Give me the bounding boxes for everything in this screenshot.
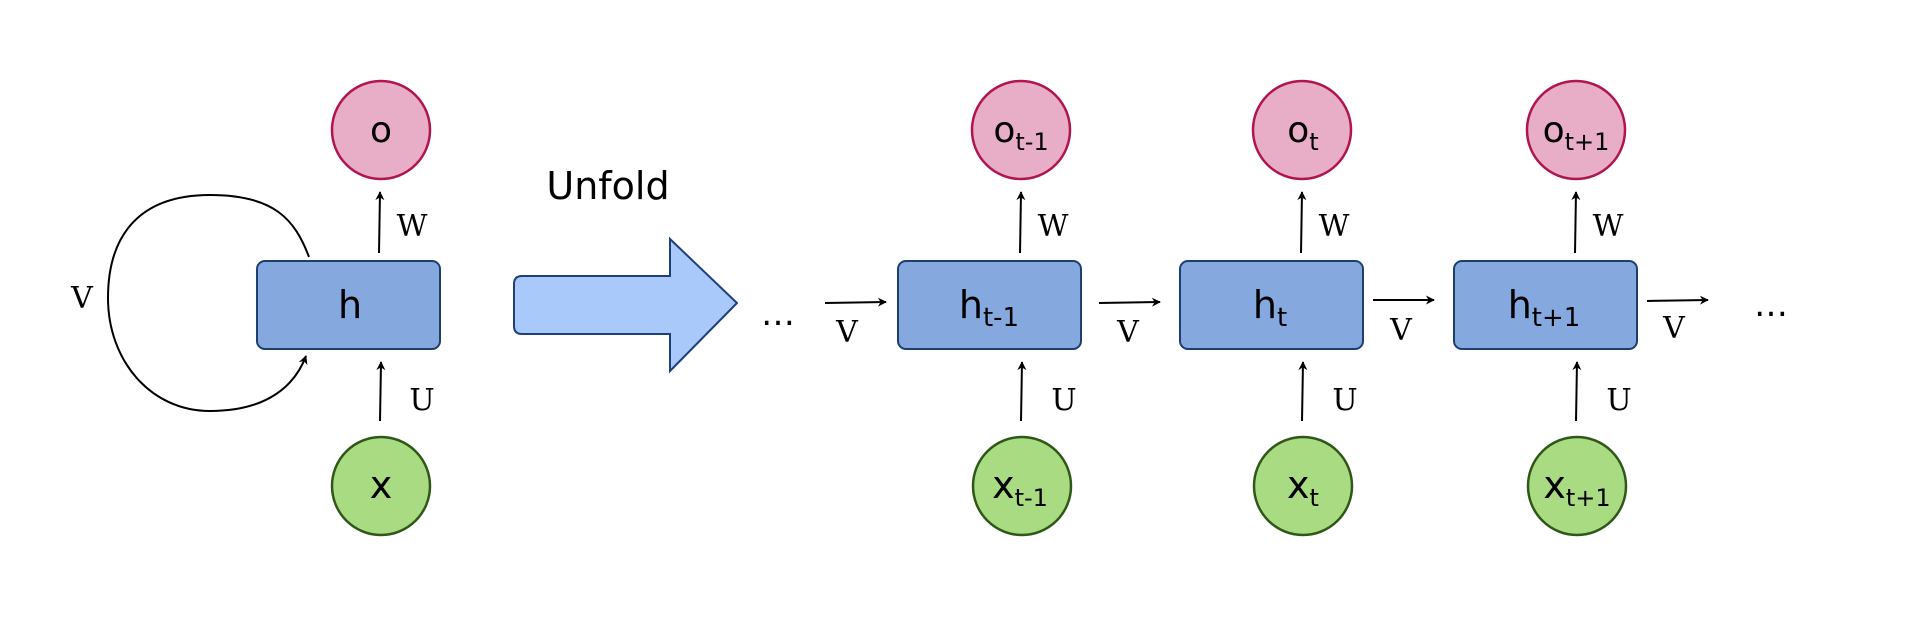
recurrent-label-1: V [1116, 315, 1140, 350]
hidden-node [1179, 260, 1364, 350]
time-step-t: ot W ht U xt [1179, 79, 1364, 537]
output-node-label: ot [1287, 110, 1318, 156]
w-label: W [1593, 209, 1624, 244]
w-label: W [1319, 209, 1350, 244]
w-arrow [1016, 191, 1026, 254]
recurrent-arrow-0 [824, 297, 887, 307]
ellipsis-right: … [1754, 285, 1788, 325]
output-node-label: ot+1 [1543, 110, 1610, 156]
loop-label-v: V [70, 281, 94, 316]
hidden-node-label: ht+1 [1508, 283, 1581, 333]
hidden-node-label: ht [1253, 283, 1287, 333]
input-node-label: xt [1287, 463, 1319, 512]
hidden-node [897, 260, 1082, 350]
output-node [330, 79, 432, 181]
u-label: U [1606, 383, 1631, 418]
u-arrow [1017, 361, 1027, 422]
recurrent-label-0: V [835, 315, 859, 350]
input-node [971, 435, 1073, 537]
input-node [1526, 435, 1628, 537]
input-node-label: xt+1 [1543, 463, 1610, 512]
hidden-node-label: h [338, 283, 362, 327]
time-step-t-plus-1: ot+1 W ht+1 U xt+1 [1453, 79, 1638, 537]
recurrent-label-2: V [1389, 313, 1413, 348]
w-arrow [1571, 191, 1581, 254]
folded-rnn: V o W h U x [70, 79, 441, 537]
u-label: U [1332, 383, 1357, 418]
recurrent-label-3: V [1662, 311, 1686, 346]
time-step-t-minus-1: ot-1 W ht-1 U xt-1 [897, 79, 1082, 537]
output-node [1251, 79, 1353, 181]
hidden-node [256, 260, 441, 350]
input-node-label: xt-1 [992, 463, 1048, 512]
unrolled-rnn: … V V V V … ot-1 W ht-1 U xt-1 ot [761, 79, 1788, 537]
unfold-arrow [513, 236, 739, 374]
u-arrow [1298, 361, 1308, 422]
u-arrow [376, 361, 386, 422]
w-label: W [1038, 209, 1069, 244]
unfold-label: Unfold [546, 164, 669, 208]
hidden-node [1453, 260, 1638, 350]
recurrent-loop-arrow [106, 193, 310, 413]
u-arrow [1572, 361, 1582, 422]
output-node [970, 79, 1072, 181]
output-node-label: o [370, 110, 392, 151]
u-label: U [1051, 383, 1076, 418]
w-arrow [375, 191, 385, 254]
ellipsis-left: … [761, 294, 795, 334]
hidden-node-label: ht-1 [959, 283, 1019, 333]
input-node [1252, 435, 1354, 537]
input-node-label: x [370, 463, 393, 507]
output-node-label: ot-1 [993, 110, 1048, 156]
u-label: U [409, 383, 434, 418]
w-arrow [1297, 191, 1307, 254]
recurrent-arrow-1 [1098, 297, 1161, 307]
w-label: W [397, 209, 428, 244]
unfold-arrow-group: Unfold [513, 164, 739, 374]
output-node [1525, 79, 1627, 181]
recurrent-arrow-3 [1646, 295, 1709, 305]
input-node [330, 435, 432, 537]
